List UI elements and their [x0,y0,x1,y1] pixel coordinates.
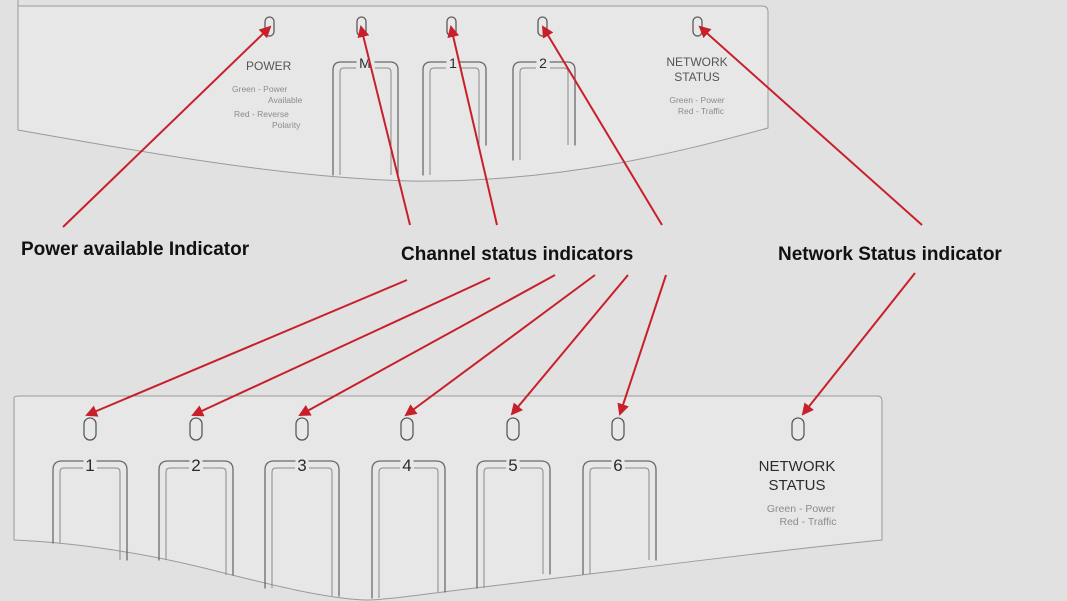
bottom-slot-2: 2 [158,456,234,576]
network-label-top-1: NETWORK [666,55,727,69]
network-label-top-2: STATUS [674,70,720,84]
bottom-channel-6-label: 6 [613,456,622,475]
arrow-power [62,25,272,228]
network-label-bottom-1: NETWORK [759,458,836,475]
bottom-channel-2-led [189,417,203,441]
arrow-bottom-channel-4 [404,274,596,417]
bottom-channel-5-label: 5 [508,456,517,475]
arrow-network-bottom [801,272,916,416]
power-label: POWER [246,59,292,73]
arrows [62,25,923,417]
bottom-panel: 1 2 3 4 5 [13,395,883,601]
bottom-slot-5: 5 [476,456,551,589]
bottom-slot-6: 6 [582,456,657,575]
callout-channel: Channel status indicators [401,244,633,265]
bottom-channel-1-label: 1 [85,456,94,475]
arrow-bottom-channel-6 [617,274,667,416]
bottom-channel-1-led [83,417,97,441]
top-slot-1: 1 [422,55,487,176]
network-legend-bottom-1: Green - Power [767,503,836,515]
network-legend-bottom-2: Red - Traffic [780,516,837,528]
arrow-channel-m [357,25,411,226]
bottom-channel-5-led [506,417,520,441]
top-slot-m: M [332,55,399,176]
bottom-slot-3: 3 [264,456,340,597]
channel-2-label: 2 [539,55,547,71]
network-legend-top-1: Green - Power [669,95,724,105]
top-slot-2: 2 [512,55,576,161]
bottom-slot-4: 4 [371,456,446,599]
bottom-channel-6-led [611,417,625,441]
arrow-channel-2 [541,25,663,226]
callout-power: Power available Indicator [21,239,250,260]
power-legend-2a: Red - Reverse [234,109,289,119]
network-status-led-bottom [791,417,805,441]
network-label-bottom-2: STATUS [769,477,826,494]
bottom-channel-3-label: 3 [297,456,306,475]
bottom-slot-1: 1 [52,456,128,561]
arrow-bottom-channel-3 [298,274,556,416]
arrow-channel-1 [447,25,498,226]
bottom-panel-outline [13,395,883,601]
callout-network: Network Status indicator [778,244,1002,265]
power-legend-2b: Polarity [272,120,301,130]
channel-m-label: M [359,55,371,71]
top-panel-outline [17,0,769,182]
bottom-channel-2-label: 2 [191,456,200,475]
power-legend-1b: Available [268,95,303,105]
power-legend-1a: Green - Power [232,84,287,94]
bottom-channel-4-led [400,417,414,441]
bottom-channel-3-led [295,417,309,441]
arrow-network-top [698,25,923,226]
arrow-bottom-channel-5 [510,274,629,416]
arrow-bottom-channel-2 [191,277,491,417]
bottom-channel-4-label: 4 [402,456,411,475]
arrow-bottom-channel-1 [85,279,408,417]
network-legend-top-2: Red - Traffic [678,106,725,116]
channel-1-label: 1 [449,55,457,71]
top-panel: POWER Green - Power Available Red - Reve… [17,0,769,182]
